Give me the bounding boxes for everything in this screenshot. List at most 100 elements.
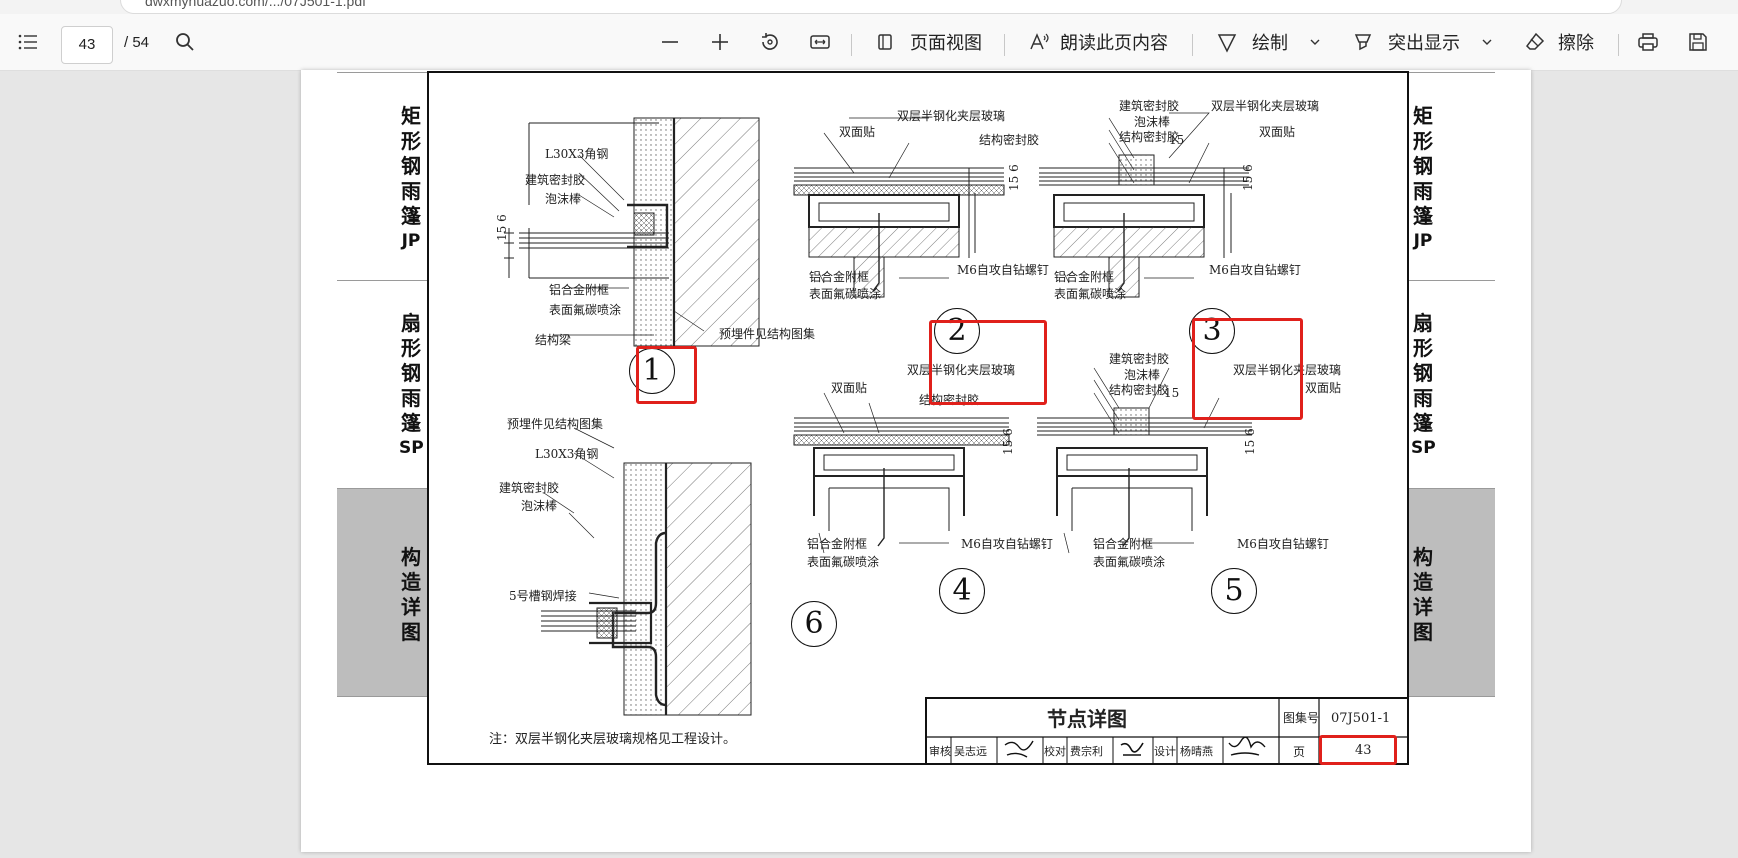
rotate-icon[interactable] (758, 14, 782, 70)
side-divider (337, 488, 427, 489)
checker-name: 费宗利 (1070, 745, 1103, 758)
highlight-button[interactable]: 突出显示 (1352, 14, 1460, 70)
label-d6-sealant: 建筑密封胶 (499, 481, 560, 495)
label-d2-glass: 双层半钢化夹层玻璃 (897, 109, 1006, 123)
label-d4-dim: 15 6 (1001, 428, 1015, 455)
read-aloud-button[interactable]: 朗读此页内容 (1028, 14, 1168, 70)
label-d5-glass: 双层半钢化夹层玻璃 (1233, 363, 1342, 377)
annotation-box-page (1319, 735, 1397, 765)
label-d1-coating: 表面氟碳喷涂 (549, 303, 622, 317)
label-d2-tape: 双面贴 (839, 125, 876, 139)
contents-icon[interactable] (16, 14, 40, 70)
label-d2-coating: 表面氟碳喷涂 (809, 287, 882, 301)
page-label: 页 (1293, 745, 1306, 759)
cad-drawing: L30X3角钢 建筑密封胶 泡沫棒 15 6 铝合金附框 表面氟碳喷涂 结构梁 … (427, 71, 1409, 765)
side-divider (337, 280, 427, 281)
atlas-number: 07J501-1 (1331, 711, 1391, 726)
draw-chevron-down-icon[interactable] (1308, 14, 1322, 70)
label-d4-glass: 双层半钢化夹层玻璃 (907, 363, 1016, 377)
reviewer-signature (1004, 740, 1034, 758)
label-d5-coating: 表面氟碳喷涂 (1093, 555, 1166, 569)
designer-signature (1228, 736, 1266, 756)
side-tab-left-detail[interactable]: 构造详图 (401, 545, 421, 644)
label-d2-dim: 15 6 (1007, 164, 1021, 191)
zoom-in-icon[interactable] (708, 14, 732, 70)
label-d3-foam: 泡沫棒 (1134, 115, 1171, 129)
label-d3-dim15: 15 (1169, 133, 1185, 147)
label-d3-dim: 15 6 (1241, 164, 1255, 191)
annotation-box-1 (636, 346, 697, 404)
label-d2-struct-sealant: 结构密封胶 (979, 133, 1040, 147)
toolbar-separator (1192, 34, 1193, 56)
design-label: 设计 (1154, 745, 1176, 758)
fit-width-icon[interactable] (808, 14, 832, 70)
label-d4-screw: M6自攻自钻螺钉 (961, 537, 1053, 551)
label-d3-glass: 双层半钢化夹层玻璃 (1211, 99, 1320, 113)
search-icon[interactable] (174, 14, 196, 70)
erase-button[interactable]: 擦除 (1524, 14, 1594, 70)
label-d6-angle: L30X3角钢 (535, 447, 599, 461)
detail-number-5: 5 (1211, 568, 1257, 614)
pdf-toolbar: 43 / 54 页面视图 朗读此页内容 绘制 突出显示 擦除 (0, 14, 1738, 71)
label-d5-foam: 泡沫棒 (1124, 368, 1161, 382)
draw-button[interactable]: 绘制 (1216, 14, 1288, 70)
designer-name: 杨晴燕 (1180, 745, 1213, 758)
label-d3-tape: 双面贴 (1259, 125, 1296, 139)
title-block: 节点详图 图集号 07J501-1 审核 吴志远 校对 费宗利 设计 杨晴燕 页… (925, 697, 1407, 765)
label-d5-tape: 双面贴 (1305, 381, 1342, 395)
highlighter-icon (1354, 34, 1372, 51)
zoom-out-icon[interactable] (658, 14, 682, 70)
address-bar[interactable]: dwxmyhuazuo.com/.../07J501-1.pdf (120, 0, 1622, 14)
annotation-box-3 (1192, 318, 1303, 420)
label-d2-frame: 铝合金附框 (809, 270, 870, 284)
label-d3-screw: M6自攻自钻螺钉 (1209, 263, 1301, 277)
label-d1-embedded: 预埋件见结构图集 (719, 327, 816, 341)
print-icon[interactable] (1636, 14, 1660, 70)
side-tab-right-detail[interactable]: 构造详图 (1413, 545, 1433, 644)
label-d4-tape: 双面贴 (831, 381, 868, 395)
label-d5-sealant: 建筑密封胶 (1109, 352, 1170, 366)
drawing-title: 节点详图 (1047, 707, 1127, 731)
erase-label: 擦除 (1558, 33, 1594, 53)
label-d6-channel: 5号槽钢焊接 (509, 589, 577, 603)
side-divider (337, 72, 427, 73)
side-divider (1405, 72, 1495, 73)
reviewer-name: 吴志远 (954, 745, 987, 758)
label-d3-coating: 表面氟碳喷涂 (1054, 287, 1127, 301)
side-divider (1405, 488, 1495, 489)
page-view-button[interactable]: 页面视图 (874, 14, 982, 70)
label-d6-embedded: 预埋件见结构图集 (507, 417, 604, 431)
save-icon[interactable] (1686, 14, 1710, 70)
eraser-icon (1526, 32, 1545, 50)
label-d3-sealant: 建筑密封胶 (1119, 99, 1180, 113)
side-divider (1405, 280, 1495, 281)
read-aloud-label: 朗读此页内容 (1060, 33, 1168, 53)
label-d5-screw: M6自攻自钻螺钉 (1237, 537, 1329, 551)
label-d1-beam: 结构梁 (535, 333, 572, 347)
detail-number-6: 6 (791, 601, 837, 647)
browser-top-bar: dwxmyhuazuo.com/.../07J501-1.pdf (0, 0, 1738, 14)
draw-label: 绘制 (1252, 33, 1288, 53)
label-d5-struct-sealant: 结构密封胶 (1109, 383, 1170, 397)
side-divider (337, 696, 427, 697)
toolbar-separator (851, 34, 852, 56)
drawing-page-number: 43 (1355, 743, 1372, 758)
label-d1-sealant: 建筑密封胶 (525, 173, 586, 187)
review-label: 审核 (929, 745, 951, 758)
detail-number-3: 3 (1189, 308, 1235, 354)
label-d6-foam: 泡沫棒 (521, 499, 558, 513)
label-d3-frame: 铝合金附框 (1054, 270, 1115, 284)
label-d1-frame: 铝合金附框 (549, 283, 610, 297)
active-side-tab-bg (337, 489, 427, 696)
total-pages: / 54 (124, 33, 150, 51)
page-number-input[interactable]: 43 (61, 26, 113, 64)
annotation-box-2 (929, 320, 1047, 405)
label-d4-frame: 铝合金附框 (807, 537, 868, 551)
draw-icon (1217, 34, 1237, 53)
highlight-chevron-down-icon[interactable] (1480, 14, 1494, 70)
label-d5-dim: 15 6 (1243, 428, 1257, 455)
